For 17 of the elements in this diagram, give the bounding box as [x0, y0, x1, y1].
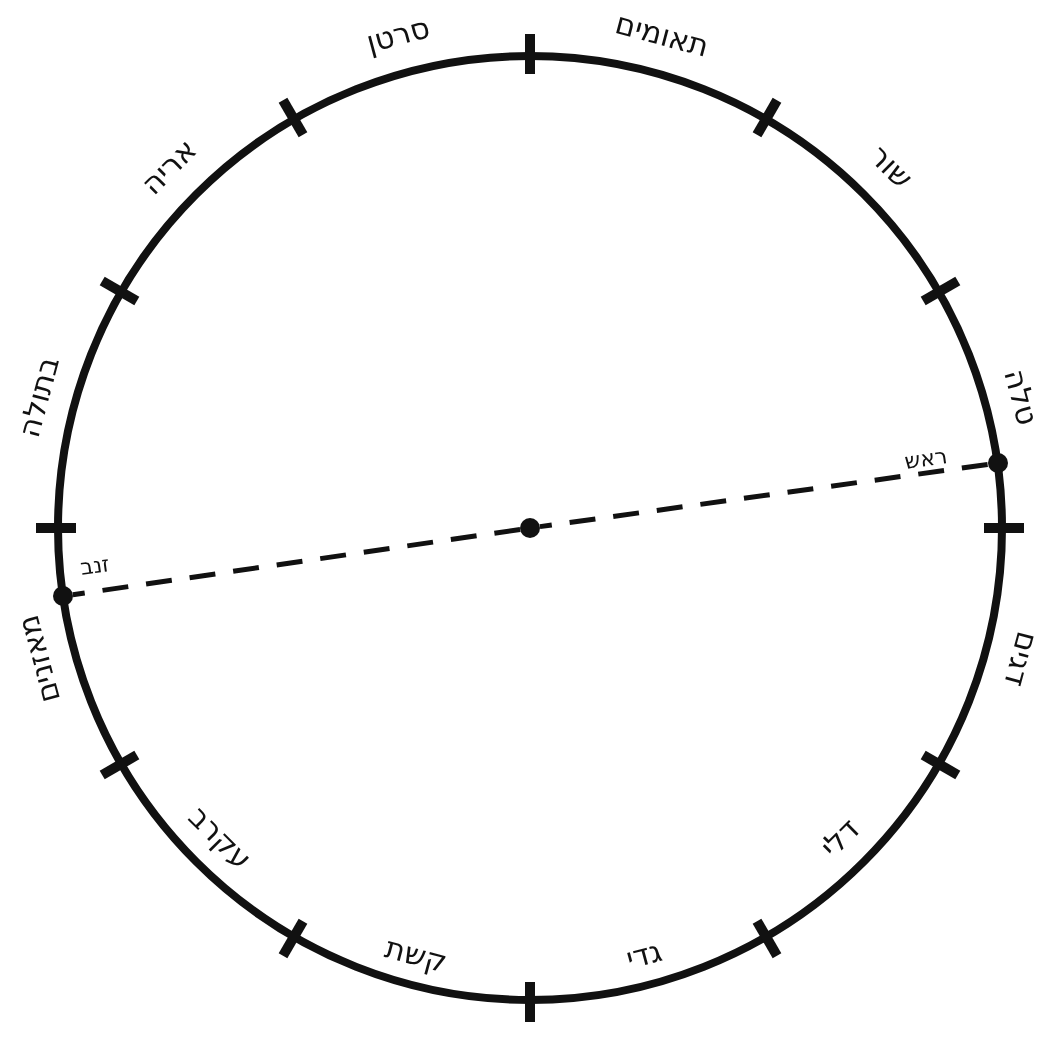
- sign-label: מאזנים: [13, 612, 66, 707]
- sign-label: שור: [863, 140, 918, 195]
- sign-label: סרטן: [363, 12, 433, 59]
- sign-label: בתולה: [14, 353, 65, 440]
- dashed-line: [72, 526, 521, 598]
- sign-label: דגים: [999, 628, 1043, 691]
- sign-label: עקרב: [183, 800, 258, 875]
- sign-label: תאומים: [612, 8, 712, 63]
- dashed-line: [539, 462, 988, 530]
- sign-label: טלה: [998, 365, 1043, 428]
- sign-label: אריה: [136, 134, 203, 201]
- sign-label: גדי: [623, 935, 666, 974]
- point-dot: [520, 518, 540, 538]
- sign-label: קשת: [381, 932, 450, 978]
- point-label: זנב: [78, 553, 111, 580]
- sign-label: דלי: [814, 812, 865, 863]
- point-label: ראש: [902, 445, 949, 473]
